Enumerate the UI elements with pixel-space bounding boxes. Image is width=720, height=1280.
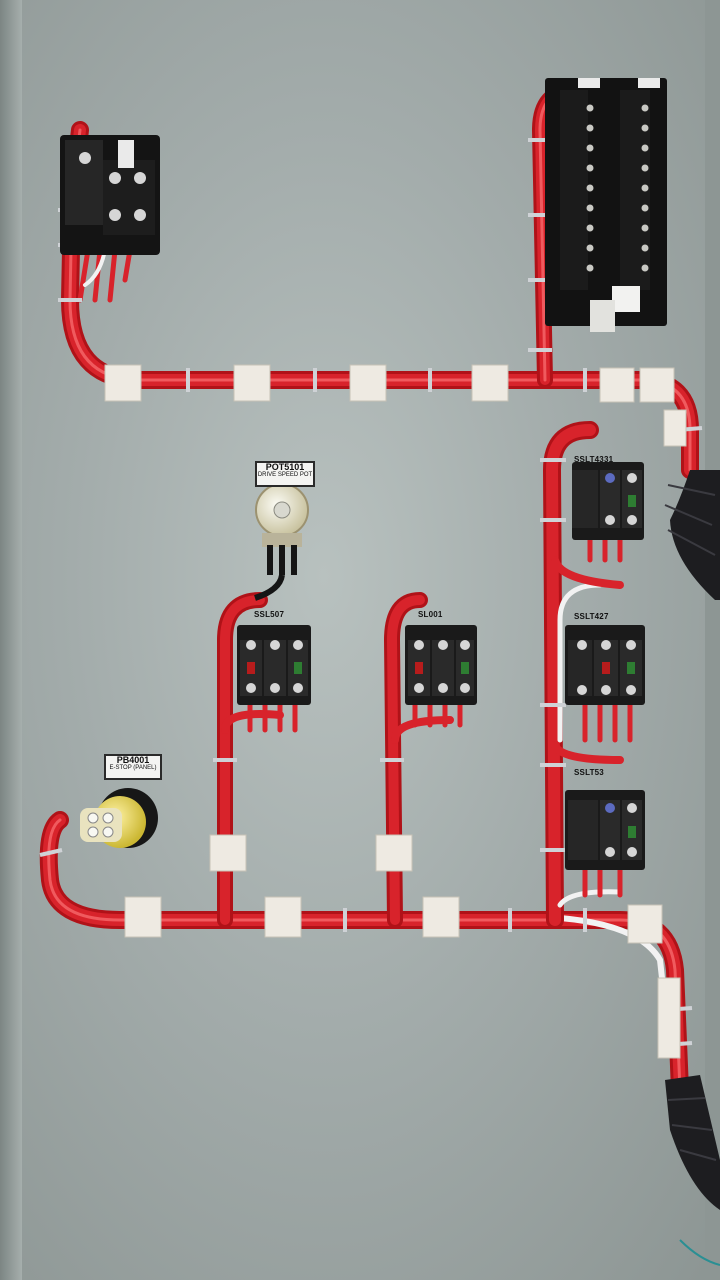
contactor-left	[237, 625, 311, 705]
wire-label-sslt4331: SSLT4331	[574, 455, 614, 464]
potentiometer-tag-desc: DRIVE SPEED POT	[257, 472, 313, 479]
estop-tag-desc: E-STOP (PANEL)	[109, 765, 157, 772]
panel-left-edge	[0, 0, 22, 1280]
top-left-contactor	[60, 135, 160, 255]
braided-sleeves	[664, 470, 720, 1266]
wire-label-sslt427: SSLT427	[574, 612, 609, 621]
panel-right-edge	[705, 0, 720, 1280]
estop-button	[80, 788, 158, 848]
wire-harness	[39, 82, 699, 1099]
wire-label-sslt53: SSLT53	[574, 768, 604, 777]
contactor-right-bottom	[565, 790, 645, 870]
estop-tag: PB4001 E-STOP (PANEL)	[104, 754, 162, 780]
potentiometer-tag-id: POT5101	[265, 462, 305, 472]
contactor-middle	[405, 625, 477, 705]
tie-mounts	[104, 364, 687, 1059]
terminal-block	[545, 78, 667, 332]
wire-label-ssl001: SL001	[418, 610, 443, 619]
estop-tag-id: PB4001	[116, 755, 150, 765]
wire-label-ssl507: SSL507	[254, 610, 285, 619]
contactor-right-middle	[565, 625, 645, 705]
potentiometer-tag: POT5101 DRIVE SPEED POT	[255, 461, 315, 487]
speed-potentiometer	[254, 483, 309, 601]
contactor-right-top	[572, 462, 644, 540]
